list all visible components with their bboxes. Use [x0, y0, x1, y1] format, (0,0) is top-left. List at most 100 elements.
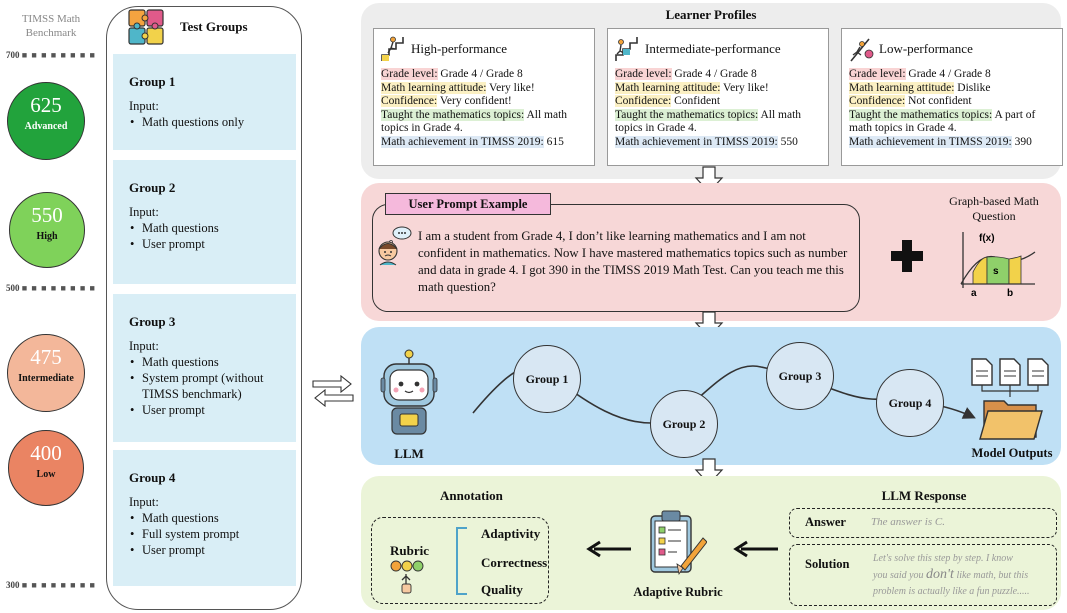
- group-item: Math questions: [130, 510, 280, 526]
- flow-node-group-2: Group 2: [650, 390, 718, 458]
- solution-text: Let's solve this step by step. I know yo…: [873, 551, 1053, 600]
- confidence-key: Confidence:: [381, 95, 438, 107]
- tick-label: 700: [6, 50, 20, 60]
- topics-key: Taught the mathematics topics:: [849, 108, 993, 121]
- group-item: User prompt: [130, 236, 280, 252]
- test-groups-header: Test Groups: [128, 8, 248, 46]
- grade-value: Grade 4 / Grade 8: [905, 68, 991, 80]
- rubric-label: Rubric: [390, 543, 429, 558]
- topics-value: A part of math topics in Grade 4.: [849, 108, 1036, 135]
- group-item: Math questions: [130, 220, 280, 236]
- group-items: Math questions User prompt: [129, 220, 280, 252]
- topics-key: Taught the mathematics topics:: [615, 108, 759, 121]
- achievement-value: 615: [543, 135, 564, 148]
- graph-fx-label: f(x): [979, 233, 995, 244]
- profile-attitude: Math learning attitude: Dislike: [849, 81, 1055, 96]
- level-advanced: 625 Advanced: [7, 82, 85, 160]
- level-score: 475: [30, 345, 62, 369]
- group-title: Group 3: [129, 314, 176, 329]
- profile-topics: Taught the mathematics topics: All math …: [615, 108, 821, 136]
- group-4-box: Group 4 Input: Math questions Full syste…: [113, 450, 296, 586]
- level-intermediate: 475 Intermediate: [7, 334, 85, 412]
- level-score: 400: [30, 441, 62, 465]
- attitude-key: Math learning attitude:: [849, 81, 955, 94]
- achievement-key: Math achievement in TIMSS 2019:: [381, 135, 544, 148]
- profile-achievement: Math achievement in TIMSS 2019: 550: [615, 135, 821, 150]
- struggling-climber-icon: [850, 38, 874, 62]
- group-title: Group 4: [129, 470, 176, 485]
- llm-response-title: LLM Response: [881, 488, 967, 503]
- profile-attitude: Math learning attitude: Very like!: [615, 81, 821, 96]
- attitude-key: Math learning attitude:: [615, 81, 721, 94]
- rubric-emoji-icon: [390, 560, 424, 594]
- level-label: Advanced: [24, 121, 68, 132]
- llm-label: LLM: [394, 446, 424, 461]
- adaptive-rubric-label: Adaptive Rubric: [633, 585, 723, 599]
- user-prompt-label: User Prompt Example: [385, 193, 551, 215]
- solution-label: Solution: [805, 557, 850, 571]
- criterion-correctness: Correctness: [481, 555, 548, 570]
- profile-confidence: Confidence: Confident: [615, 95, 821, 109]
- tick-dots: ■ ■ ■ ■ ■ ■ ■ ■: [21, 283, 96, 293]
- profile-confidence: Confidence: Very confident!: [381, 95, 587, 109]
- confidence-key: Confidence:: [849, 95, 906, 107]
- profile-topics: Taught the mathematics topics: A part of…: [849, 108, 1055, 136]
- annotation-title: Annotation: [440, 488, 503, 503]
- graph-a-label: a: [971, 288, 977, 299]
- model-outputs-label: Model Outputs: [971, 446, 1053, 460]
- grade-value: Grade 4 / Grade 8: [437, 68, 523, 80]
- group-title: Group 2: [129, 180, 176, 195]
- profile-header: Low-performance: [849, 35, 1055, 63]
- solution-box: [789, 544, 1057, 606]
- graph-s-label: s: [993, 266, 999, 277]
- graph-area-right: [1008, 255, 1022, 285]
- rubric-box: [371, 517, 549, 604]
- group-items: Math questions Full system prompt User p…: [129, 510, 280, 558]
- group-title: Group 1: [129, 74, 176, 89]
- level-low: 400 Low: [8, 430, 84, 506]
- criterion-quality: Quality: [481, 582, 523, 597]
- answer-text: The answer is C.: [871, 516, 945, 528]
- group-input-label: Input:: [129, 495, 159, 509]
- group-item: System prompt (without TIMSS benchmark): [130, 370, 280, 402]
- group-input-label: Input:: [129, 339, 159, 353]
- attitude-value: Dislike: [954, 81, 991, 94]
- profile-name: Low-performance: [879, 41, 973, 57]
- graph-area-left: [972, 256, 988, 285]
- grade-key: Grade level:: [849, 68, 906, 80]
- achievement-key: Math achievement in TIMSS 2019:: [849, 135, 1012, 148]
- profile-achievement: Math achievement in TIMSS 2019: 390: [849, 135, 1055, 150]
- graph-question-title: Graph-based Math Question: [949, 194, 1039, 223]
- tick-500: 500 ■ ■ ■ ■ ■ ■ ■ ■: [6, 283, 96, 293]
- group-items: Math questions System prompt (without TI…: [129, 354, 280, 418]
- flow-node-group-4: Group 4: [876, 369, 944, 437]
- profile-topics: Taught the mathematics topics: All math …: [381, 108, 587, 136]
- tick-300: 300 ■ ■ ■ ■ ■ ■ ■ ■: [6, 580, 96, 590]
- user-prompt-text: I am a student from Grade 4, I don’t lik…: [418, 229, 848, 294]
- grade-value: Grade 4 / Grade 8: [671, 68, 757, 80]
- group-3-box: Group 3 Input: Math questions System pro…: [113, 294, 296, 442]
- exchange-arrows-icon: [312, 374, 354, 408]
- profile-header: Intermediate-performance: [615, 35, 821, 63]
- profile-achievement: Math achievement in TIMSS 2019: 615: [381, 135, 587, 150]
- topics-key: Taught the mathematics topics:: [381, 108, 525, 121]
- level-label: Low: [36, 469, 56, 480]
- solution-fragment: like math, but this: [953, 570, 1029, 581]
- group-items: Math questions only: [129, 114, 280, 130]
- group-item: Math questions only: [130, 114, 280, 130]
- attitude-value: Very like!: [486, 81, 535, 94]
- profile-grade: Grade level: Grade 4 / Grade 8: [381, 68, 587, 82]
- graph-b-label: b: [1007, 288, 1013, 299]
- solution-emphasis: don't: [926, 567, 954, 582]
- solution-line: you said you don't like math, but this: [873, 567, 1053, 584]
- stairs-climber-icon: [381, 36, 404, 61]
- profile-attitude: Math learning attitude: Very like!: [381, 81, 587, 96]
- grade-key: Grade level:: [615, 68, 672, 80]
- tick-label: 300: [6, 580, 20, 590]
- stairs-walker-icon: [615, 37, 638, 61]
- graph-question-icon: f(x) s a b: [960, 232, 1036, 299]
- group-item: Math questions: [130, 354, 280, 370]
- flow-node-group-1: Group 1: [513, 345, 581, 413]
- profile-header: High-performance: [381, 35, 587, 63]
- level-score: 625: [30, 93, 62, 117]
